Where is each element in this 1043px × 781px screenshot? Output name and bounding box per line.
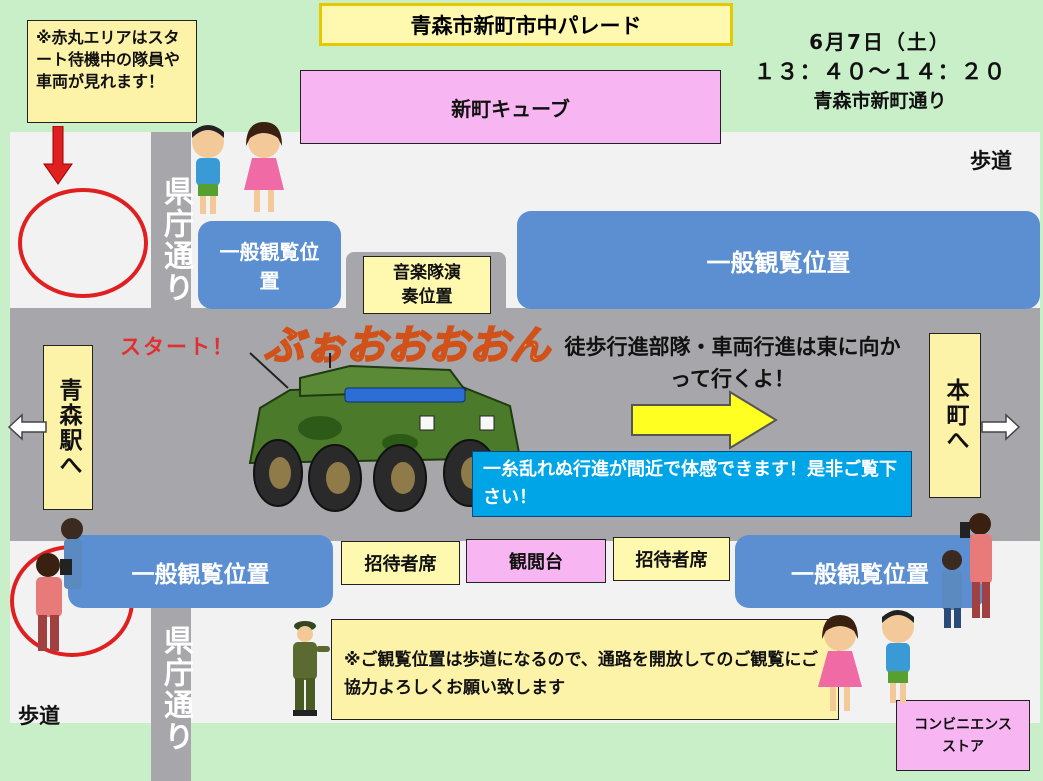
red-circle-top <box>18 188 148 298</box>
guest-seat-left: 招待者席 <box>341 541 460 585</box>
event-time: １３：４０～１４：２０ <box>753 60 1007 85</box>
viewing-area-bottom-left-label: 一般観覧位置 <box>131 561 270 588</box>
viewing-area-top-left: 一般観覧位置 <box>198 221 341 309</box>
bottom-note-box: ※ご観覧位置は歩道になるので、通路を開放してのご観覧にご協力よろしくお願い致しま… <box>331 619 839 720</box>
convenience-store-building: コンビニエンスストア <box>896 700 1030 771</box>
east-small-arrow-icon <box>981 413 1020 441</box>
viewing-area-top-left-label: 一般観覧位置 <box>219 240 320 293</box>
feel-note-box: 一糸乱れぬ行進が間近で体感できます！是非ご覧下さい！ <box>472 451 912 517</box>
start-label: スタート！ <box>120 335 235 359</box>
honcho-sign: 本町へ <box>929 333 981 498</box>
camera-person-left-icon <box>36 518 83 651</box>
camera-person-right-icon <box>942 513 992 628</box>
sidewalk-label-top: 歩道 <box>970 149 1012 173</box>
kencho-road-label-bottom: 県庁通り <box>158 625 193 753</box>
march-direction-text: 徒歩行進部隊・車両行進は東に向かって行くよ！ <box>564 335 901 391</box>
viewing-area-bottom-left: 一般観覧位置 <box>68 535 333 608</box>
guest-seat-right: 招待者席 <box>613 537 730 581</box>
soldier-icon <box>293 621 330 716</box>
reviewing-stand: 観閲台 <box>466 539 606 583</box>
band-position-box: 音楽隊演奏位置 <box>363 256 491 314</box>
kencho-road-top <box>151 132 191 312</box>
event-place: 青森市新町通り <box>813 90 947 112</box>
viewing-area-top-right: 一般観覧位置 <box>517 211 1040 309</box>
sidewalk-label-bottom: 歩道 <box>18 704 60 728</box>
red-circle-note: ※赤丸エリアはスタート待機中の隊員や車両が見れます！ <box>27 20 197 123</box>
armored-vehicle-icon <box>248 352 522 512</box>
grass-bottom-left <box>0 723 151 781</box>
page-title: 青森市新町市中パレード <box>319 3 733 46</box>
event-date: 6月7日（土） <box>809 30 951 54</box>
children-bottom-right-icon <box>818 610 914 711</box>
shinmachi-cube-building: 新町キューブ <box>300 70 721 144</box>
viewing-area-top-right-label: 一般観覧位置 <box>706 248 851 277</box>
west-arrow-icon <box>8 413 47 441</box>
red-arrow-icon <box>43 126 73 185</box>
kencho-road-label-top: 県庁通り <box>158 176 193 304</box>
viewing-area-bottom-right-label: 一般観覧位置 <box>791 561 929 588</box>
sound-effect-text: ぶぉおおおおん <box>263 322 551 370</box>
aomori-station-sign: 青森駅へ <box>43 345 93 510</box>
children-walking-icon <box>192 122 284 214</box>
east-arrow-icon <box>631 390 778 450</box>
